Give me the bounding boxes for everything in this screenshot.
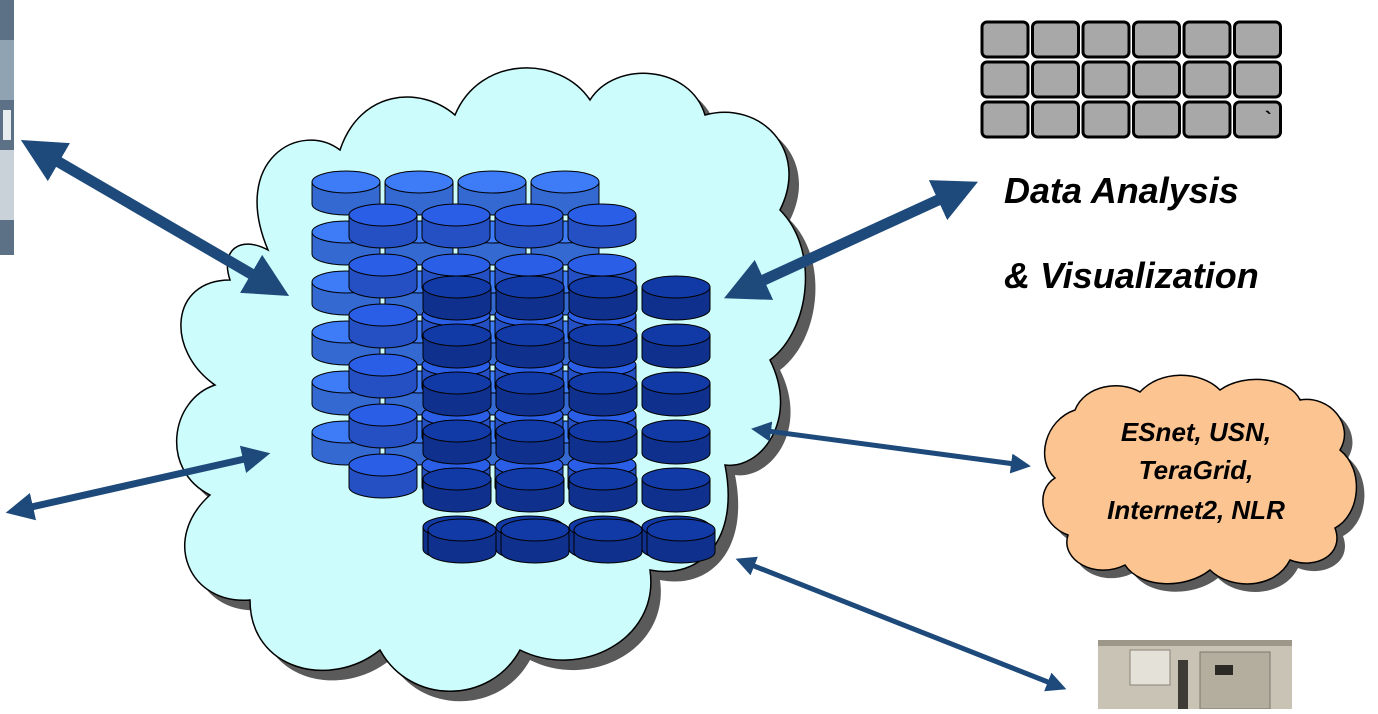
disk-front-4-3 [641,467,711,513]
disk-front-3-3 [641,419,711,465]
display-tile [1233,20,1282,59]
disk-front-bottom-3 [646,518,716,564]
display-tile [1031,60,1080,99]
disk-front-bottom-0 [427,518,497,564]
display-tile [980,20,1030,59]
disk-middle-0-3 [567,203,637,249]
computer-rack-photo [1098,640,1292,710]
disk-front-3-2 [568,419,638,465]
disk-front-bottom-2 [573,518,643,564]
display-tile [1081,60,1131,99]
display-tile [1132,60,1181,99]
disk-middle-1-0 [348,253,418,299]
disk-back-0-0 [311,170,381,216]
arrow-left-link [5,445,271,521]
disk-middle-0-0 [348,203,418,249]
display-corner-mark: ` [1265,109,1272,131]
display-tile [980,100,1030,139]
arrow-analysis-link [724,180,978,300]
arrow-machine-link [735,556,1067,692]
disk-front-4-2 [568,467,638,513]
disk-front-3-0 [422,419,492,465]
disk-middle-5-0 [348,453,418,499]
display-tile [1081,20,1131,59]
network-label-line1: ESnet, USN, [1120,417,1272,447]
analysis-label-line1: Data Analysis [1004,170,1239,211]
arrows [5,140,1067,692]
display-tile [1233,60,1282,99]
display-tile [1182,100,1232,139]
disk-front-0-0 [422,275,492,321]
display-wall-grid-icon: ` [980,20,1282,139]
disk-front-1-0 [422,323,492,369]
disk-front-0-3 [641,275,711,321]
disk-front-4-0 [422,467,492,513]
analysis-label-line2: & Visualization [1004,255,1259,296]
disk-front-bottom-1 [500,518,570,564]
display-tile [1182,60,1232,99]
storage-stack-front [422,275,716,564]
display-tile [1081,100,1131,139]
disk-middle-4-0 [348,403,418,449]
display-tile [980,60,1030,99]
disk-middle-0-2 [494,203,564,249]
disk-front-4-1 [495,467,565,513]
display-tile [1132,20,1181,59]
disk-front-2-2 [568,371,638,417]
disk-middle-3-0 [348,353,418,399]
display-tile [1233,100,1282,139]
storm-photo-thumbnail [0,0,14,255]
disk-middle-2-0 [348,303,418,349]
display-tile [1031,20,1080,59]
arrow-network-link [751,421,1031,474]
disk-front-2-3 [641,371,711,417]
disk-front-1-2 [568,323,638,369]
disk-front-2-0 [422,371,492,417]
network-label-line3: Internet2, NLR [1107,495,1285,525]
disk-front-0-1 [495,275,565,321]
disk-front-3-1 [495,419,565,465]
disk-front-0-2 [568,275,638,321]
display-tile [1132,100,1181,139]
disk-front-1-3 [641,323,711,369]
display-tile [1031,100,1080,139]
network-cloud [1042,374,1358,585]
disk-front-2-1 [495,371,565,417]
arrow-simulation-link [20,140,290,296]
display-tile [1182,20,1232,59]
network-label-line2: TeraGrid, [1138,455,1254,485]
disk-middle-0-1 [421,203,491,249]
disk-front-1-1 [495,323,565,369]
